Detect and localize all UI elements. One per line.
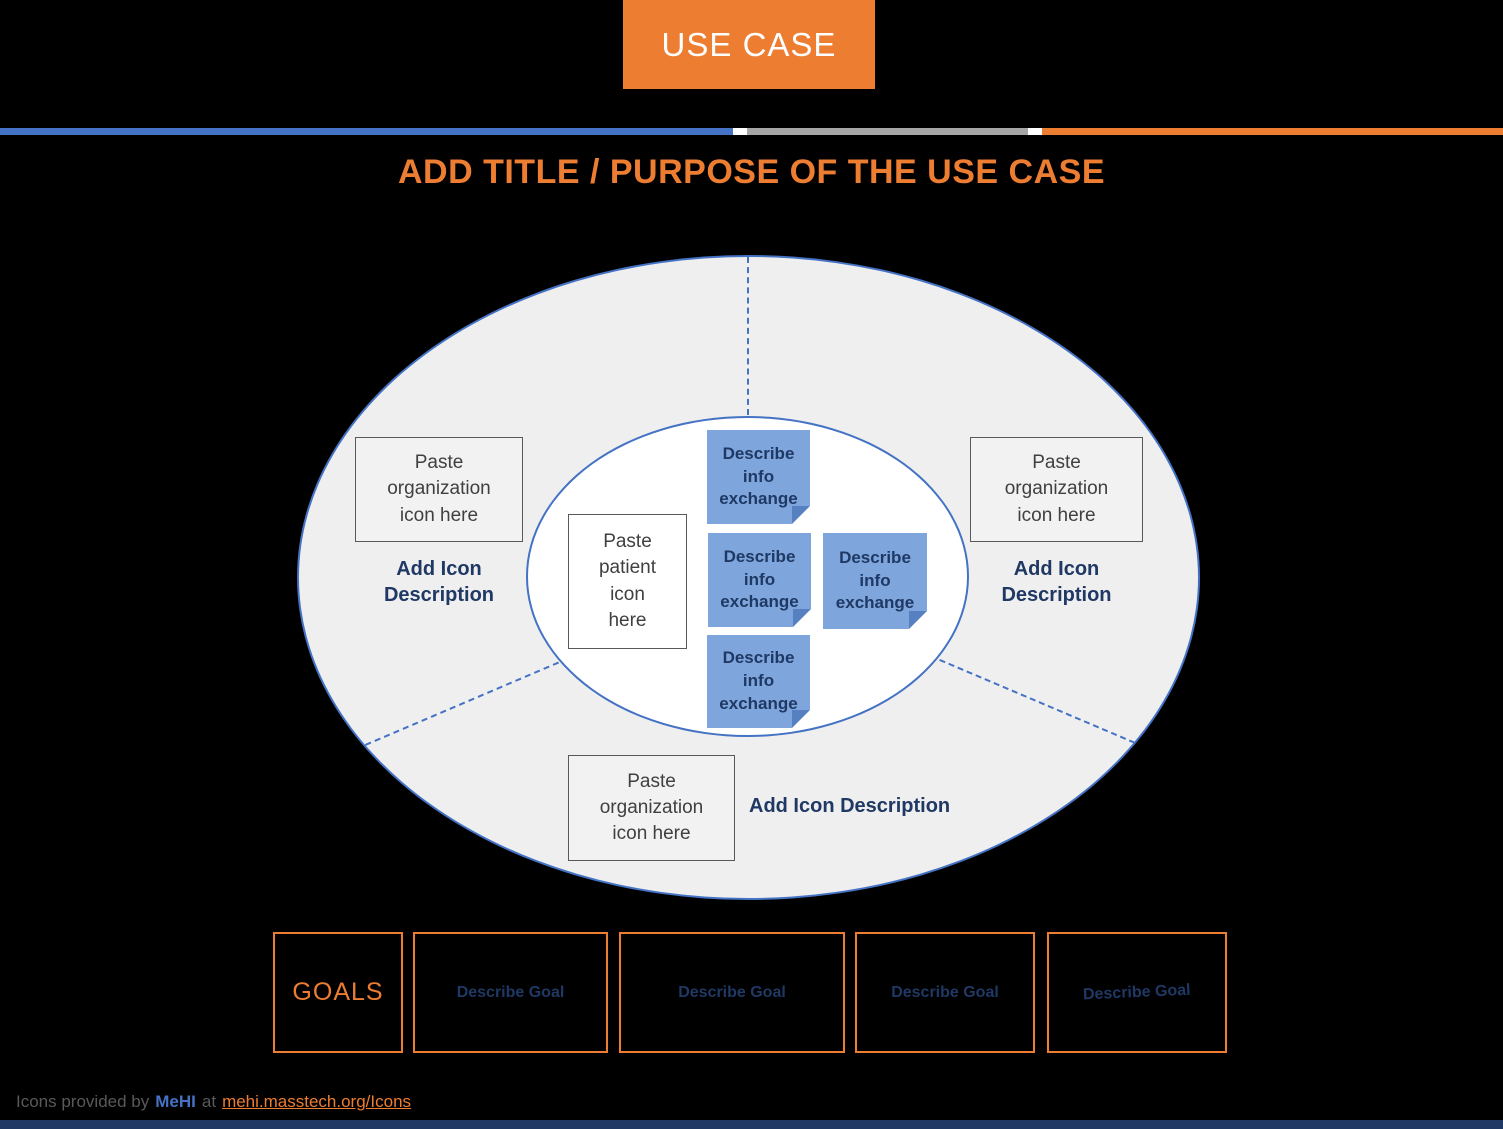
goal-box-3: Describe Goal <box>855 932 1035 1053</box>
stripe-segment-gray <box>747 128 1028 135</box>
org-icon-placeholder-left: Paste organization icon here <box>355 437 523 542</box>
goal-label-2: Describe Goal <box>678 983 786 1001</box>
goal-label-3: Describe Goal <box>891 983 999 1001</box>
footer-brand: MeHI <box>155 1092 196 1111</box>
goals-heading-box: GOALS <box>273 932 403 1053</box>
icon-description-right: Add Icon Description <box>1001 558 1112 606</box>
goal-label-4: Describe Goal <box>1082 981 1192 1003</box>
patient-icon-placeholder: Paste patient icon here <box>568 514 687 649</box>
info-exchange-note-bottom: Describe info exchange <box>707 635 810 728</box>
goal-box-1: Describe Goal <box>413 932 608 1053</box>
dashed-divider-top <box>747 257 749 415</box>
goal-label-1: Describe Goal <box>456 983 565 1001</box>
page-title: ADD TITLE / PURPOSE OF THE USE CASE <box>397 153 1105 191</box>
stripe-gap <box>733 128 747 135</box>
footer-prefix: Icons provided by <box>16 1092 150 1111</box>
footer-credit: Icons provided by MeHI at mehi.masstech.… <box>16 1092 411 1112</box>
stripe-gap <box>1028 128 1042 135</box>
stripe-segment-orange <box>1042 128 1503 135</box>
info-exchange-note-middle-left: Describe info exchange <box>708 533 811 627</box>
goal-box-2: Describe Goal <box>619 932 845 1053</box>
stripe-segment-blue <box>0 128 733 135</box>
use-case-badge: USE CASE <box>623 0 875 89</box>
org-icon-placeholder-right: Paste organization icon here <box>970 437 1143 542</box>
org-icon-placeholder-bottom: Paste organization icon here <box>568 755 735 861</box>
divider-stripe <box>0 128 1503 135</box>
goal-box-4: Describe Goal <box>1047 932 1227 1053</box>
icon-description-bottom: Add Icon Description <box>749 795 951 817</box>
use-case-badge-label: USE CASE <box>661 25 837 63</box>
footer-connector: at <box>201 1092 217 1111</box>
icon-description-left: Add Icon Description <box>383 558 495 606</box>
footer-link[interactable]: mehi.masstech.org/Icons <box>222 1092 412 1111</box>
info-exchange-note-top: Describe info exchange <box>707 430 810 524</box>
goals-heading-label: GOALS <box>292 978 384 1006</box>
bottom-accent-bar <box>0 1120 1503 1129</box>
info-exchange-note-middle-right: Describe info exchange <box>823 533 927 629</box>
